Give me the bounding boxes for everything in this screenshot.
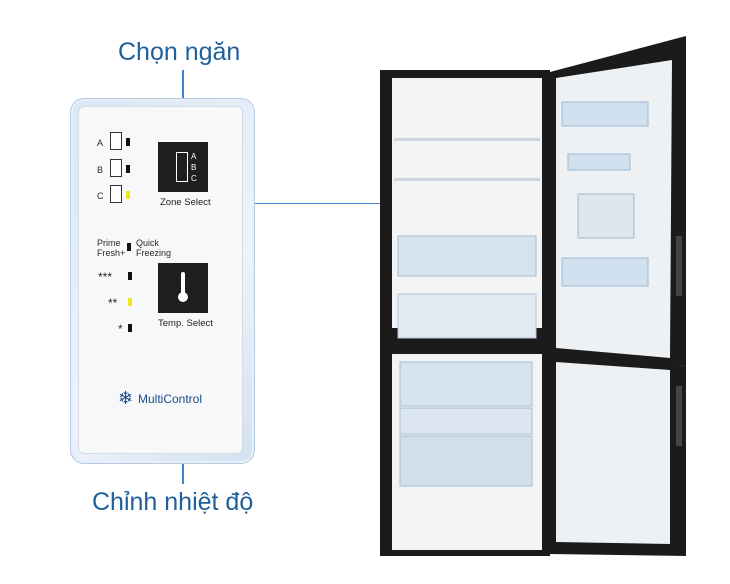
freezer-drawer-3	[399, 435, 533, 487]
freezer-drawer-2	[399, 407, 533, 435]
door-bin-1	[561, 101, 649, 127]
zone-letter-c: C	[191, 174, 197, 183]
freezer-drawer-1	[399, 361, 533, 407]
fridge-compartment	[392, 78, 542, 328]
thermometer-bulb	[178, 292, 188, 302]
zone-b-led	[126, 165, 130, 173]
star-label-1: *	[118, 322, 123, 336]
star-label-3: ***	[98, 270, 113, 284]
zone-c-indicator	[110, 185, 122, 203]
multicontrol-label: MultiControl	[138, 392, 203, 406]
lower-door-handle	[676, 386, 682, 446]
snowflake-icon: ❄	[118, 388, 134, 408]
zone-select-callout: Chọn ngăn	[118, 38, 241, 66]
temp-select-callout: Chỉnh nhiệt độ	[92, 488, 254, 516]
water-dispenser	[577, 193, 635, 239]
zone-a-led	[126, 138, 130, 146]
lower-door-inner	[556, 362, 670, 544]
door-bin-3	[561, 257, 649, 287]
shelf-1	[394, 138, 540, 141]
door-bin-2	[567, 153, 631, 171]
zone-c-led	[126, 191, 130, 199]
zone-a-indicator	[110, 132, 122, 150]
zone-letter-a: A	[191, 152, 197, 161]
temp-select-label: Temp. Select	[158, 318, 213, 329]
crisper-drawer	[397, 235, 537, 277]
thermometer-icon	[181, 272, 185, 294]
prime-fresh-label: Prime Fresh+	[97, 238, 126, 258]
star-label-2: **	[108, 296, 118, 310]
quick-freezing-label: Quick Freezing	[136, 238, 172, 258]
upper-door-handle	[676, 236, 682, 296]
shelf-2	[394, 178, 540, 181]
panel-to-fridge-line	[253, 203, 393, 204]
zone-b-indicator	[110, 159, 122, 177]
star3-led	[128, 272, 132, 280]
temp-select-button[interactable]	[158, 263, 208, 313]
star1-led	[128, 324, 132, 332]
zone-glyph	[176, 152, 188, 182]
zone-label-c: C	[97, 191, 104, 201]
zone-label-a: A	[97, 138, 104, 148]
refrigerator-illustration	[380, 36, 686, 556]
fresh-drawer	[397, 293, 537, 339]
zone-letter-b: B	[191, 163, 197, 172]
zone-label-b: B	[97, 165, 104, 175]
zone-select-button[interactable]: A B C	[158, 142, 208, 192]
star2-led	[128, 298, 132, 306]
prime-fresh-led	[127, 243, 131, 251]
zone-select-label: Zone Select	[160, 197, 211, 208]
